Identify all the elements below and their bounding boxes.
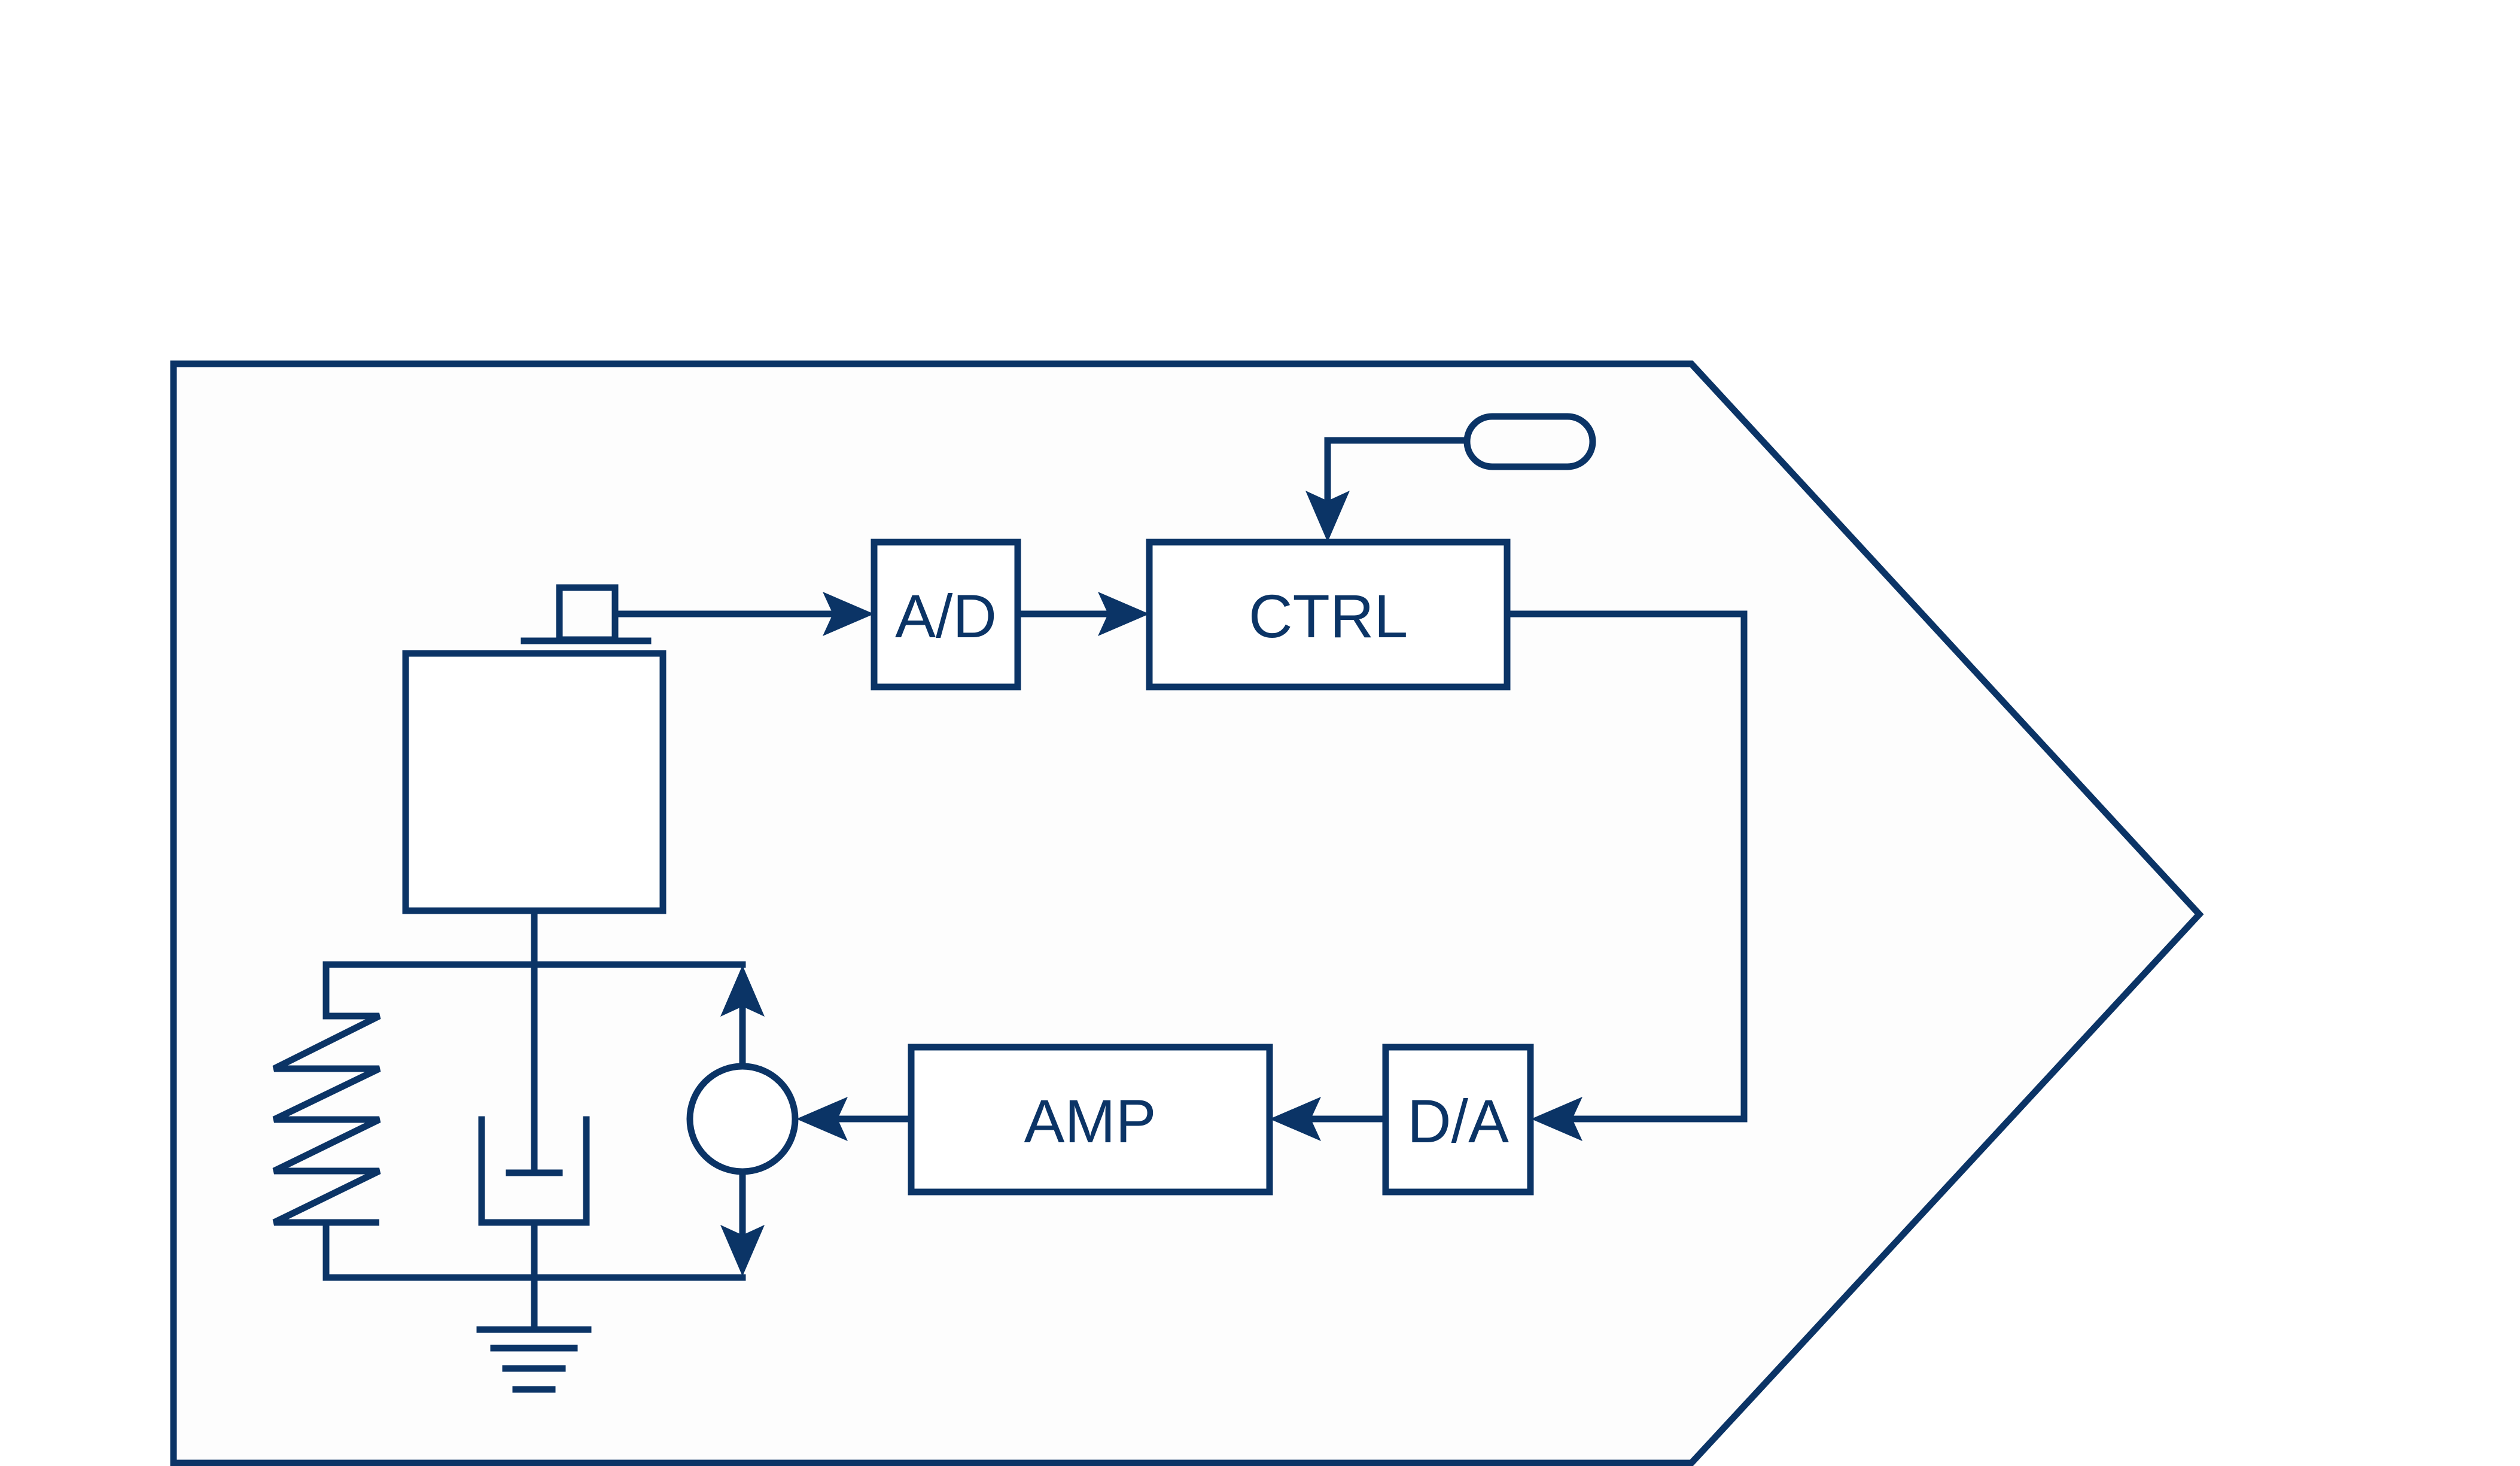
ctrl-to-da-connector xyxy=(1504,610,1748,1141)
da-block: D/A xyxy=(1382,1044,1534,1196)
mass-block xyxy=(402,650,666,914)
panel-outline xyxy=(170,360,2204,1466)
ctrl-block: CTRL xyxy=(1146,539,1511,691)
ad-to-ctrl-connector xyxy=(1014,592,1149,636)
ad-block: A/D xyxy=(871,539,1021,691)
amp-block: AMP xyxy=(908,1044,1273,1196)
sensor-to-ad-connector xyxy=(611,592,874,636)
actuator-circle-icon xyxy=(686,965,799,1276)
ctrl-label: CTRL xyxy=(1249,582,1408,650)
damper-icon xyxy=(478,961,590,1281)
amp-to-actuator-connector xyxy=(796,1097,915,1141)
setpoint-input-icon xyxy=(1305,413,1596,542)
ad-label: A/D xyxy=(895,582,997,650)
da-label: D/A xyxy=(1407,1087,1509,1155)
amp-label: AMP xyxy=(1024,1087,1156,1155)
ground-icon xyxy=(476,1274,592,1393)
spring-icon xyxy=(272,961,381,1281)
da-to-amp-connector xyxy=(1270,1097,1389,1141)
